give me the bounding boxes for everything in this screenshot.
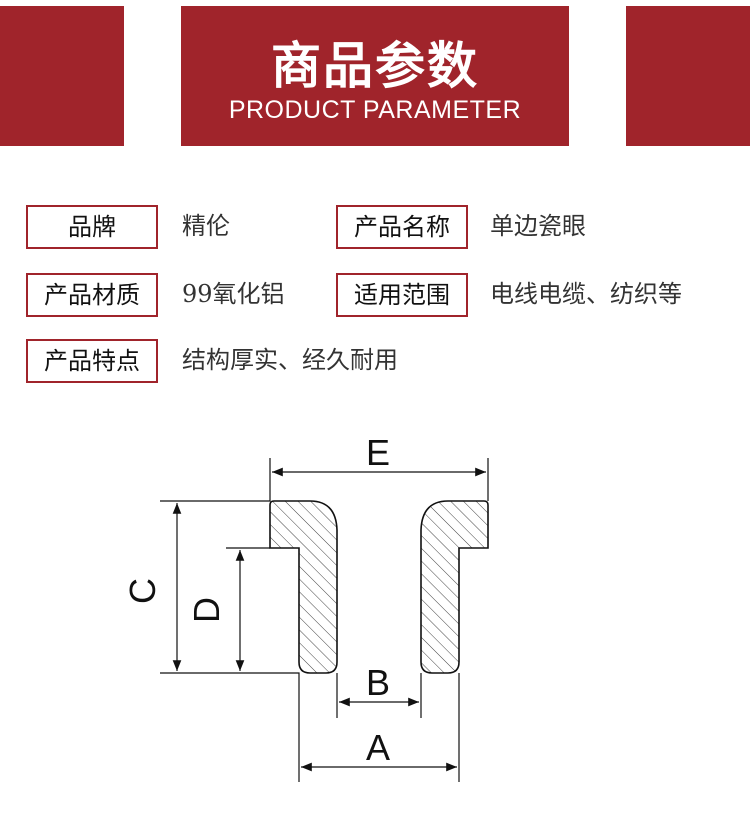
scope-value: 电线电缆、纺织等: [490, 280, 682, 308]
dim-a-label: A: [366, 727, 390, 768]
banner-subtitle: PRODUCT PARAMETER: [228, 96, 522, 124]
dim-b-label: B: [366, 662, 390, 703]
name-label: 产品名称: [336, 205, 468, 249]
banner-title: 商品参数: [271, 37, 479, 95]
banner-left-block: [0, 6, 124, 146]
top-extension-line: [160, 458, 271, 502]
dim-d-label: D: [186, 597, 227, 623]
dim-c-label: C: [122, 578, 163, 604]
material-value: 99氧化铝: [182, 280, 285, 308]
feature-value: 结构厚实、经久耐用: [182, 346, 398, 374]
banner-right-block: [626, 6, 750, 146]
right-section-profile: [420, 500, 489, 674]
brand-value: 精伦: [182, 212, 230, 240]
material-label: 产品材质: [26, 273, 158, 317]
feature-label: 产品特点: [26, 339, 158, 383]
left-section-profile: [269, 500, 338, 674]
name-value: 单边瓷眼: [490, 212, 586, 240]
dim-e-label: E: [366, 432, 390, 473]
brand-label: 品牌: [26, 205, 158, 249]
bottom-left-extension-line: [160, 672, 300, 782]
header-banner: 商品参数 PRODUCT PARAMETER: [181, 6, 569, 146]
scope-label: 适用范围: [336, 273, 468, 317]
